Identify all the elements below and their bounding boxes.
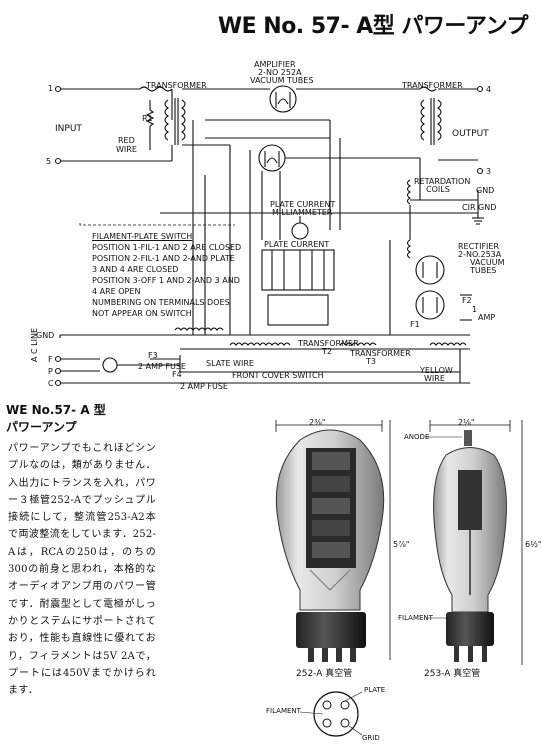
- plate-current-mil-label: PLATE CURRENT: [270, 200, 336, 209]
- rectifier-tubes-label: 2-NO.253A: [458, 250, 502, 259]
- amplifier-tubes-label-2: VACUUM TUBES: [250, 76, 314, 85]
- article-body: パワーアンプでもこれほどシンプルなのは，類がありません．入出力にトランスを入れ，…: [8, 443, 156, 697]
- t2-label: T2: [322, 347, 332, 356]
- transformer-t3-label: TRANSFORMER: [350, 349, 411, 358]
- cir-gnd-label: CIR GND: [462, 203, 497, 212]
- output-transformer-label: TRANSFORMER: [402, 81, 463, 90]
- switch-note-line: 3 AND 4 ARE CLOSED: [92, 265, 179, 274]
- amp-fuse-label: 1: [472, 305, 478, 314]
- ac-line-label: A C LINE: [30, 328, 39, 362]
- terminal-f-label: F: [48, 355, 53, 364]
- switch-note-line: NUMBERING ON TERMINALS DOES: [92, 298, 230, 307]
- red-wire-label: RED: [118, 136, 135, 145]
- tube-252a-height-dim: 5⅞": [393, 540, 410, 549]
- filament-label: FILAMENT: [398, 614, 433, 622]
- page-title: WE No. 57- A型 パワーアンプ: [217, 14, 529, 39]
- output-label: OUTPUT: [452, 129, 489, 139]
- gnd-label: GND: [476, 186, 495, 195]
- amp-fuse-2b-label: 2 AMP FUSE: [180, 382, 228, 391]
- switch-note-line: POSITION 1-FIL-1 AND 2 ARE CLOSED: [92, 243, 242, 252]
- article-title: WE No.57- A 型: [6, 403, 106, 417]
- input-transformer-label: TRANSFORMER: [146, 81, 207, 90]
- transformer-t2-label: TRANSFORMER: [298, 339, 359, 348]
- base-filament-label: FILAMENT: [266, 707, 301, 715]
- terminal-3-label: 3: [486, 167, 492, 176]
- filament-plate-switch-note: FILAMENT-PLATE SWITCH POSITION 1-FIL-1 A…: [92, 231, 241, 319]
- yellow-wire-label: YELLOW: [420, 366, 453, 375]
- switch-note-line: FILAMENT-PLATE SWITCH: [92, 232, 193, 241]
- base-plate-label: PLATE: [364, 686, 386, 694]
- amp-fuse-2-label: 2 AMP FUSE: [138, 362, 186, 371]
- f2-label: F2: [462, 296, 472, 305]
- red-wire-label-2: WIRE: [116, 145, 137, 154]
- t3-label: T3: [366, 357, 376, 366]
- switch-note-line: POSITION 2-FIL-1 AND 2-AND PLATE: [92, 254, 235, 263]
- tube-253a-width-dim: 2⅛": [458, 418, 475, 427]
- coils-label: COILS: [426, 185, 450, 194]
- slate-wire-label: SLATE WIRE: [206, 359, 254, 368]
- plate-current-label: PLATE CURRENT: [264, 240, 330, 249]
- amp-fuse-label-2: AMP: [478, 313, 496, 322]
- f1-label: F1: [410, 320, 420, 329]
- rectifier-tubes-label-3: TUBES: [470, 266, 497, 275]
- switch-note-line: NOT APPEAR ON SWITCH: [92, 309, 192, 318]
- rectifier-label: RECTIFIER: [458, 242, 500, 251]
- terminal-5-label: 5: [46, 157, 52, 166]
- f4-label: F4: [172, 370, 182, 379]
- tube-253a-drawing: [426, 420, 523, 665]
- retardation-label: RETARDATION: [414, 177, 471, 186]
- amplifier-tubes-label: 2-NO 252A: [258, 68, 302, 77]
- milliammeter-label: MILLIAMMETER: [272, 208, 333, 217]
- r1-label: R1: [142, 114, 153, 123]
- tube-252a-drawing: [275, 420, 391, 662]
- f3-label: F3: [148, 351, 158, 360]
- terminal-4-label: 4: [486, 85, 492, 94]
- amplifier-schematic: [54, 85, 484, 387]
- front-cover-switch-label: FRONT COVER SWITCH: [232, 371, 324, 380]
- gnd-left-label: GND: [36, 331, 55, 340]
- input-label: INPUT: [55, 124, 82, 134]
- switch-note-line: 4 ARE OPEN: [92, 287, 141, 296]
- base-pin-diagram: [299, 691, 363, 737]
- terminal-p-label: P: [48, 367, 53, 376]
- tube-253a-caption: 253-A 真空管: [424, 669, 481, 679]
- amplifier-label: AMPLIFIER: [254, 60, 296, 69]
- tube-253a-height-dim: 6½": [525, 540, 542, 549]
- terminal-1-label: 1: [48, 84, 54, 93]
- rectifier-tubes-label-2: VACUUM: [470, 258, 505, 267]
- anode-label: ANODE: [404, 433, 430, 441]
- switch-note-line: POSITION 3-OFF 1 AND 2-AND 3 AND: [92, 276, 240, 285]
- article-subtitle: パワーアンプ: [6, 420, 77, 434]
- terminal-c-label: C: [48, 379, 54, 388]
- yellow-wire-label-2: WIRE: [424, 374, 445, 383]
- base-grid-label: GRID: [362, 734, 380, 742]
- tube-252a-caption: 252-A 真空管: [296, 669, 353, 679]
- tube-252a-width-dim: 2⅜": [309, 418, 326, 427]
